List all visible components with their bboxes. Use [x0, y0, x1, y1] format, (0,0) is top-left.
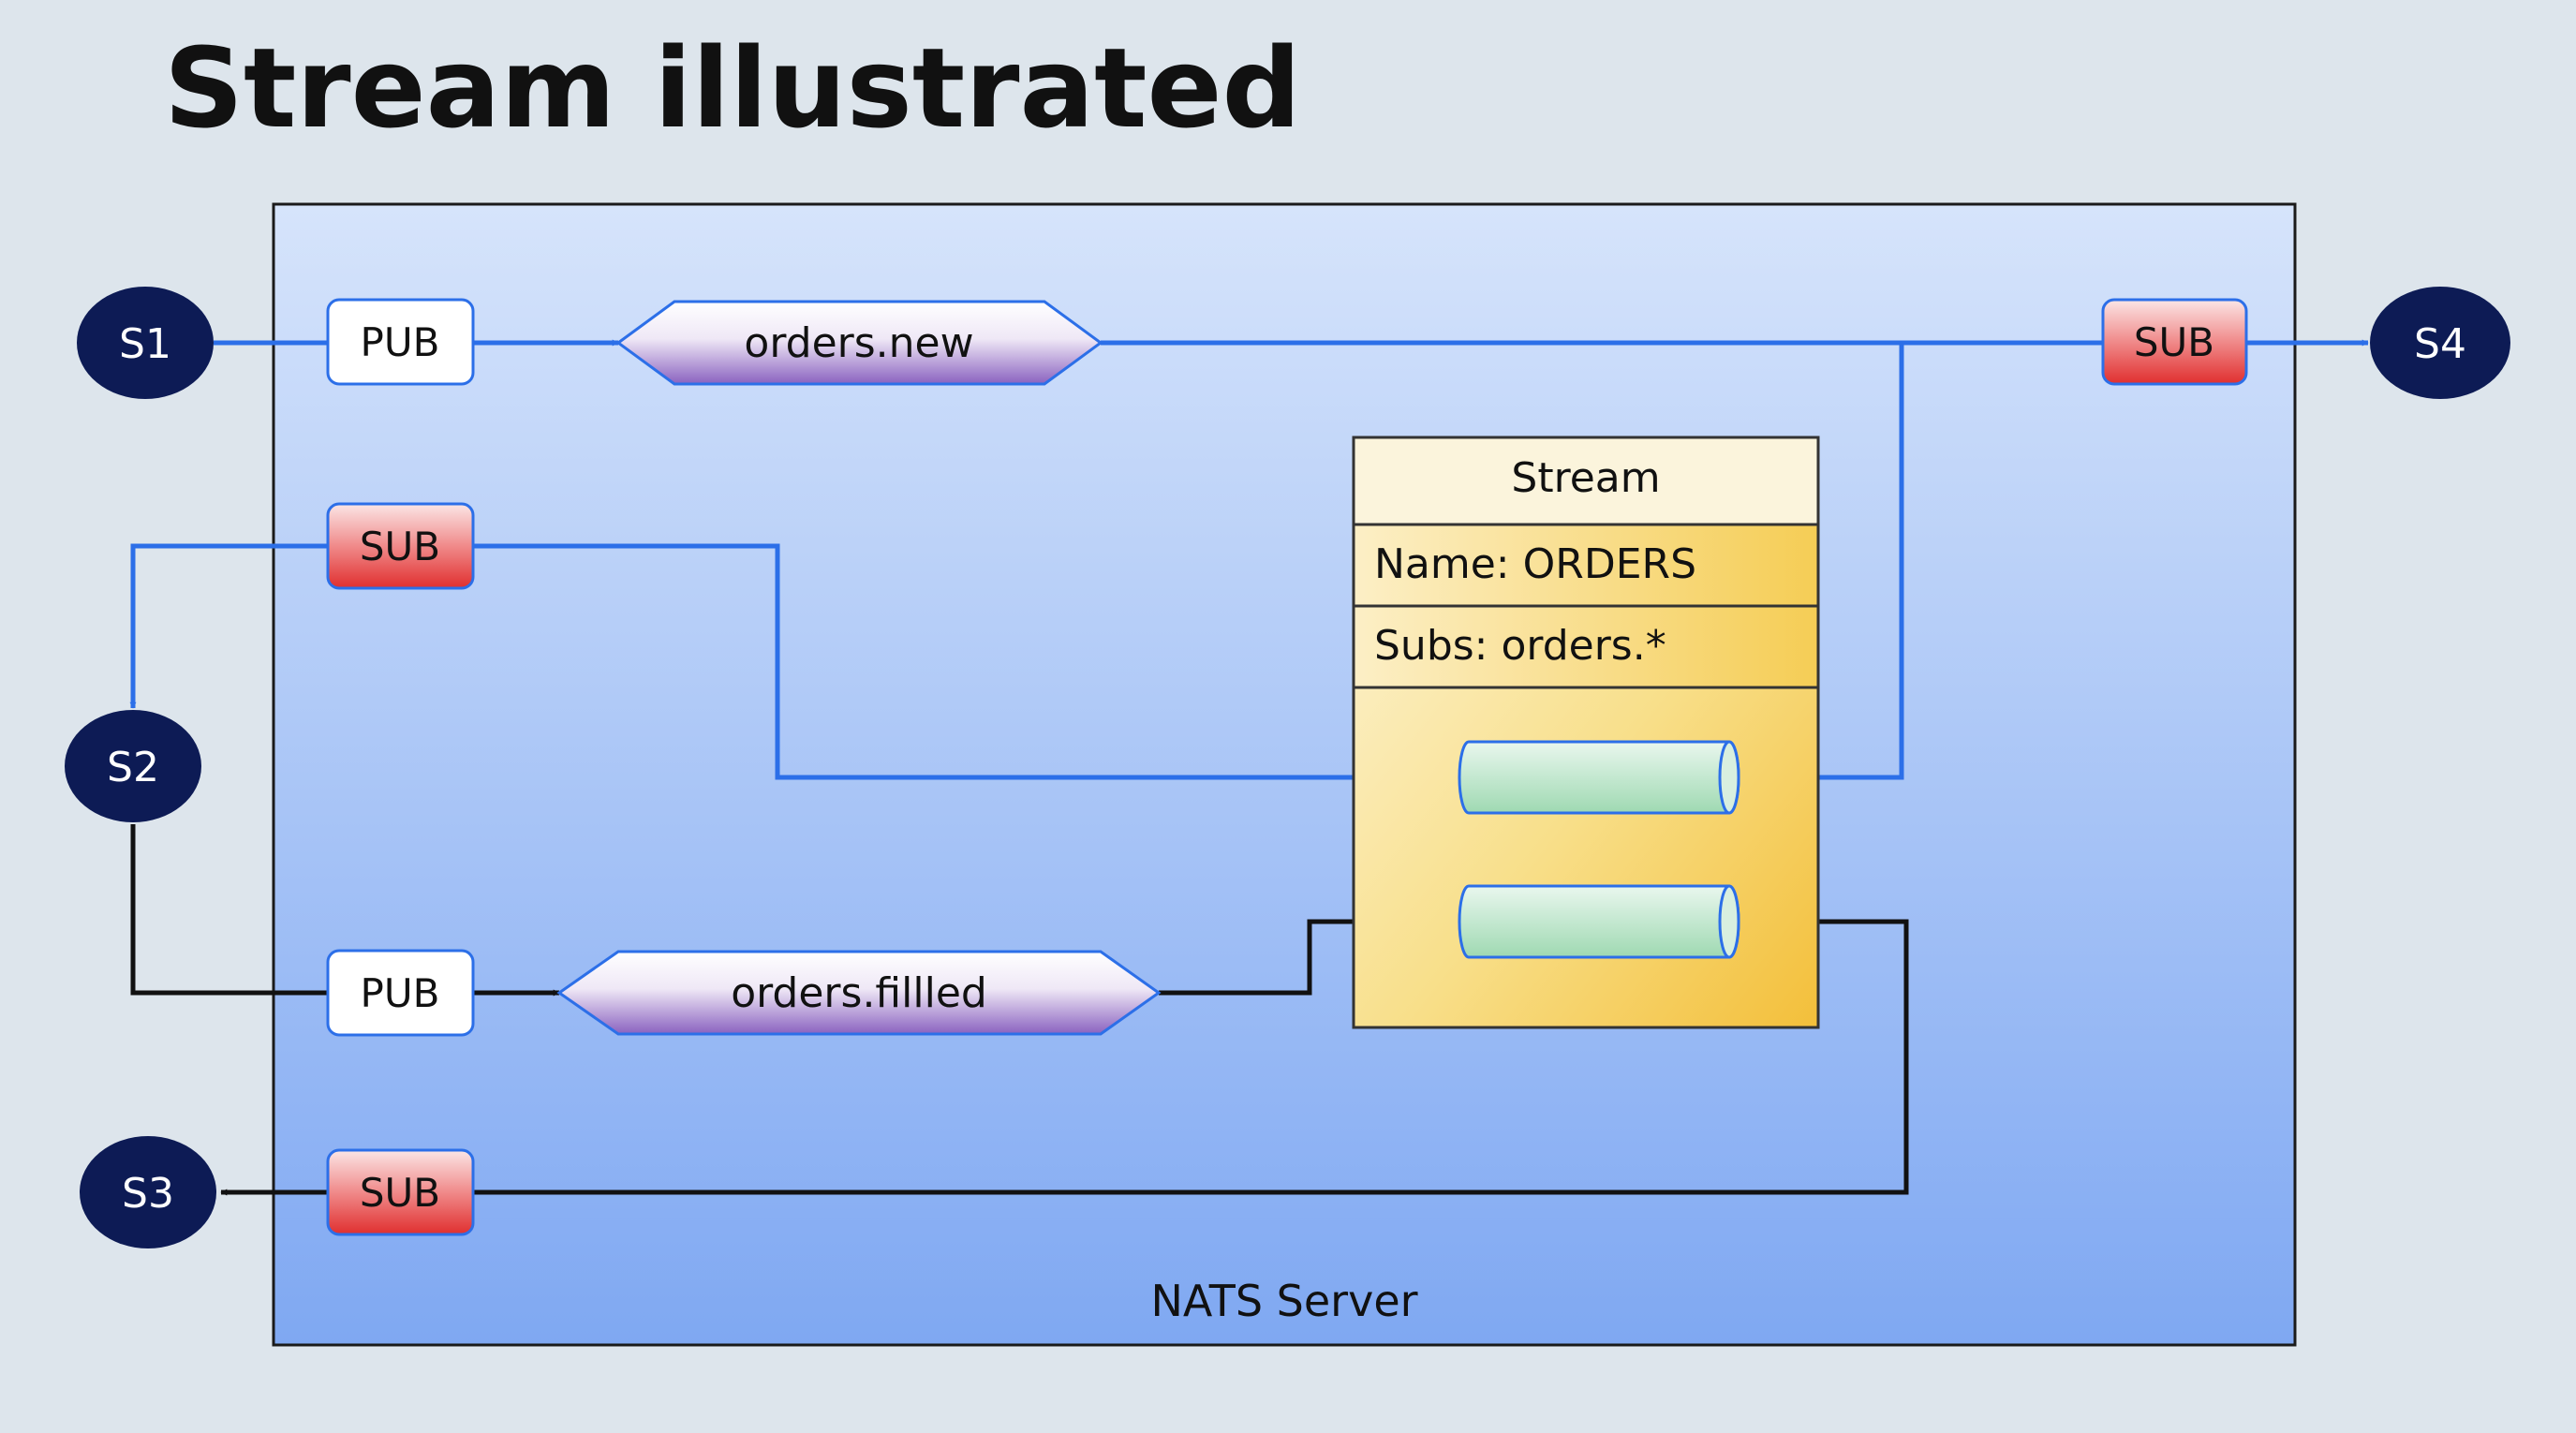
stream-subs-row	[1352, 604, 1820, 689]
node-s1-label: S1	[119, 320, 171, 368]
line-sub-s2	[129, 543, 328, 709]
sub-box-s2: SUB	[326, 502, 475, 590]
sub-label-s2: SUB	[360, 524, 440, 569]
stream-name: Name: ORDERS	[1374, 540, 1696, 588]
pub-box-s2: PUB	[326, 949, 475, 1037]
sub-label-s3: SUB	[360, 1170, 440, 1216]
stream-header: Stream	[1511, 454, 1660, 502]
sub-box-s4: SUB	[2101, 298, 2248, 386]
subject-orders-filled-label: orders.fillled	[731, 969, 987, 1017]
sub-box-s3: SUB	[326, 1148, 475, 1236]
stream-header-row	[1352, 436, 1820, 526]
stream-subs: Subs: orders.*	[1374, 622, 1666, 670]
subject-orders-new: orders.new	[615, 300, 1103, 386]
node-s4: S4	[2370, 287, 2510, 399]
sub-label-s4: SUB	[2134, 319, 2214, 365]
pub-box-s1: PUB	[326, 298, 475, 386]
subject-orders-new-label: orders.new	[744, 319, 973, 367]
node-s4-label: S4	[2414, 320, 2466, 368]
page-title: Stream illustrated	[164, 23, 1301, 153]
pub-label-s1: PUB	[361, 319, 440, 365]
node-s1: S1	[77, 287, 214, 399]
subject-orders-filled: orders.fillled	[556, 950, 1162, 1036]
pub-label-s2: PUB	[361, 970, 440, 1016]
node-s2-label: S2	[107, 744, 159, 791]
nats-server-box	[272, 202, 2297, 1347]
line-stream-sub-s2	[473, 543, 1459, 780]
line-s2-pub	[130, 824, 328, 996]
line-stream-sub-s3	[473, 919, 1909, 1195]
node-s3: S3	[80, 1136, 216, 1248]
node-s3-label: S3	[122, 1170, 174, 1218]
nats-server-label: NATS Server	[1150, 1276, 1417, 1326]
stream-message-1	[1458, 740, 1740, 815]
node-s2: S2	[65, 710, 201, 822]
stream-message-2	[1458, 884, 1740, 959]
stream-box: Stream Name: ORDERS Subs: orders.*	[1352, 436, 1820, 1029]
